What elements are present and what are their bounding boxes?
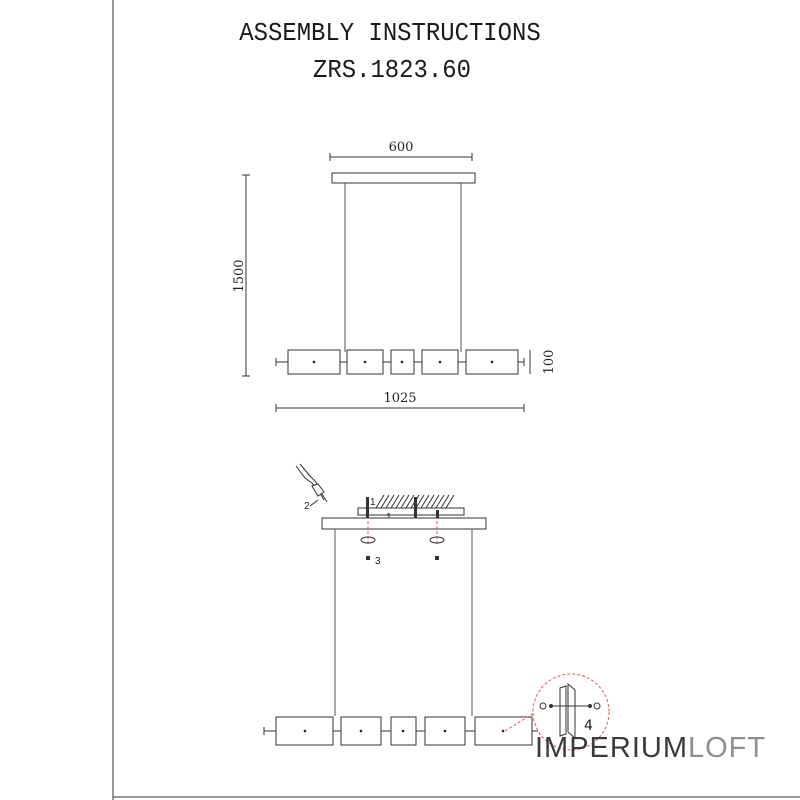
- mounting-plate: [357, 507, 465, 516]
- step-3-label: 3: [375, 556, 381, 567]
- canopy: [331, 172, 476, 184]
- screw-left: [366, 497, 369, 521]
- step-1-label-a: 1: [370, 497, 376, 508]
- screw-center: [414, 497, 417, 521]
- cap-nut-right: [435, 556, 439, 560]
- height-label: 1500: [232, 259, 247, 292]
- assembly-dot-3: [401, 729, 405, 733]
- shade-dot-1: [312, 360, 316, 364]
- power-wire-2: [299, 463, 328, 503]
- rotate-arrow-left-icon: [360, 536, 376, 544]
- step-4-label: 4: [584, 718, 593, 734]
- mounting-plate-hatching: [375, 494, 455, 509]
- detail-connector-drawing: [539, 682, 601, 740]
- shade-dot-2: [363, 360, 367, 364]
- assembly-dot-4: [443, 729, 447, 733]
- shade-dot-3: [400, 360, 404, 364]
- shade-dot-5: [490, 360, 494, 364]
- cap-nut-left: [366, 556, 370, 560]
- assembly-dot-1: [303, 729, 307, 733]
- brand-logo-part1: IMPERIUM: [535, 732, 688, 764]
- assembly-drawing: 2: [263, 463, 610, 751]
- step-2-leader: [309, 499, 319, 507]
- rotate-arrow-right-icon: [429, 536, 445, 544]
- step-2-label: 2: [304, 501, 310, 512]
- page-title: ASSEMBLY INSTRUCTIONS: [239, 18, 541, 48]
- width-top-label: 600: [389, 140, 414, 155]
- brand-logo-part2: LOFT: [688, 732, 767, 764]
- assembly-dot-5: [501, 729, 505, 733]
- terminal-block: [311, 483, 325, 497]
- shade-dot-4: [438, 360, 442, 364]
- dimension-drawing: 600 1500: [232, 140, 557, 412]
- screw-right: [436, 510, 439, 521]
- canopy-assembly: [321, 517, 487, 530]
- brand-logo: IMPERIUMLOFT: [535, 732, 766, 765]
- model-number: ZRS.1823.60: [313, 55, 471, 85]
- assembly-dot-2: [359, 729, 363, 733]
- shade-height-label: 100: [542, 350, 557, 375]
- assembly-shade-4: [424, 716, 466, 746]
- total-length-label: 1025: [383, 391, 416, 406]
